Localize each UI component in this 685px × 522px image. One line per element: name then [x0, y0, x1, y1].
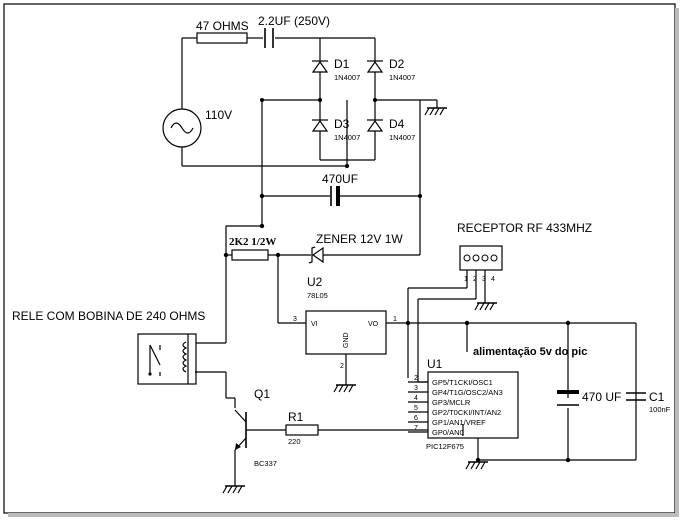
- capacitor-470uf-pic-icon: [557, 390, 579, 406]
- zener-icon: [308, 246, 324, 264]
- c470-label: 470UF: [322, 172, 358, 186]
- rf-label: RECEPTOR RF 433MHZ: [457, 221, 592, 235]
- c22-label: 2.2UF (250V): [258, 14, 330, 28]
- d1-part: 1N4007: [334, 73, 360, 82]
- u2-part: 78L05: [307, 291, 328, 300]
- pic-pin-name-6: GP1/AN1/VREF: [432, 418, 486, 427]
- pic-pin-name-7: GP0/AN0: [432, 428, 464, 437]
- ground-top-icon: [424, 107, 447, 116]
- npn-transistor-icon: [234, 409, 247, 486]
- diode-d4-icon: [366, 119, 384, 132]
- ground-q1-icon: [222, 485, 245, 494]
- power-note: alimentação 5v do pic: [473, 346, 587, 358]
- pic-pin-num-5: 5: [414, 405, 418, 412]
- rf-pin-1: 1: [464, 276, 468, 283]
- ground-pic-icon: [465, 461, 488, 470]
- d2-label: D2: [389, 57, 405, 71]
- capacitor-470uf-icon: [330, 186, 340, 206]
- pic-pin-lines: [407, 323, 428, 433]
- relay-icon: [137, 333, 197, 385]
- rf-pin-2: 2: [473, 276, 477, 283]
- u2-gnd: GND: [343, 332, 350, 348]
- d3-part: 1N4007: [334, 133, 360, 142]
- regulator-78l05: [305, 310, 387, 355]
- c-470uf-label: 470 UF: [582, 390, 621, 404]
- diode-d2-icon: [366, 60, 384, 73]
- d3-label: D3: [334, 117, 350, 131]
- pic-chip: [427, 371, 519, 439]
- u1-label: U1: [427, 357, 443, 371]
- diode-d3-icon: [311, 119, 329, 132]
- d2-part: 1N4007: [389, 73, 415, 82]
- source-label: 110V: [205, 108, 232, 122]
- d1-label: D1: [334, 57, 350, 71]
- rf-pins: [463, 254, 498, 262]
- frame-shadow-right: [675, 8, 679, 517]
- resistor-2k2-icon: [231, 249, 269, 261]
- pic-pin-num-4: 4: [414, 395, 418, 402]
- pic-pin-name-2: GP5/T1CKI/OSC1: [432, 378, 493, 387]
- pic-pin-num-2: 2: [414, 375, 418, 382]
- rf-pin-3: 3: [482, 276, 486, 283]
- pic-pin-num-7: 7: [414, 425, 418, 432]
- diode-d1-icon: [311, 60, 329, 73]
- u1-part: PIC12F675: [426, 442, 464, 451]
- r47-label: 47 OHMS: [196, 19, 249, 33]
- resistor-47-icon: [196, 32, 248, 44]
- r1-label: R1: [288, 410, 304, 424]
- pic-pin-name-3: GP4/T1G/OSC2/AN3: [432, 388, 503, 397]
- mid-wires: [195, 100, 420, 344]
- ac-source-icon: [162, 108, 202, 148]
- ground-rf-icon: [474, 302, 497, 311]
- pic-pin-name-4: GP3/MCLR: [432, 398, 471, 407]
- q1-part: BC337: [254, 459, 277, 468]
- d4-part: 1N4007: [389, 133, 415, 142]
- c1-value: 100nF: [649, 405, 671, 414]
- resistor-r1-icon: [285, 424, 319, 436]
- u2-pin1: 1: [393, 316, 397, 323]
- ground-regulator-icon: [333, 384, 356, 393]
- r2k2-label: 2K2 1/2W: [229, 236, 276, 248]
- pic-pin-num-6: 6: [414, 415, 418, 422]
- bridge-wires: [262, 38, 438, 255]
- u2-pin3: 3: [293, 316, 297, 323]
- pic-pin-num-3: 3: [414, 385, 418, 392]
- zener-label: ZENER 12V 1W: [316, 232, 403, 246]
- relay-wires: [195, 371, 236, 408]
- q1-label: Q1: [254, 387, 270, 401]
- ground-bus-wires: [478, 323, 637, 461]
- u2-label: U2: [307, 275, 323, 289]
- capacitor-c1-icon: [626, 392, 646, 401]
- pic-pin-name-5: GP2/T0CKI/INT/AN2: [432, 408, 501, 417]
- r1-value: 220: [288, 437, 301, 446]
- wires-top: [181, 37, 375, 167]
- u2-vi: VI: [311, 321, 318, 328]
- relay-label: RELE COM BOBINA DE 240 OHMS: [12, 309, 205, 323]
- d4-label: D4: [389, 117, 405, 131]
- c1-label: C1: [649, 390, 665, 404]
- rf-pin-4: 4: [491, 276, 495, 283]
- capacitor-2u2-icon: [264, 28, 274, 48]
- frame-shadow-bottom: [8, 513, 679, 517]
- u2-pin2: 2: [340, 363, 344, 370]
- u2-vo: VO: [368, 321, 379, 328]
- regulator-wires: [345, 270, 636, 385]
